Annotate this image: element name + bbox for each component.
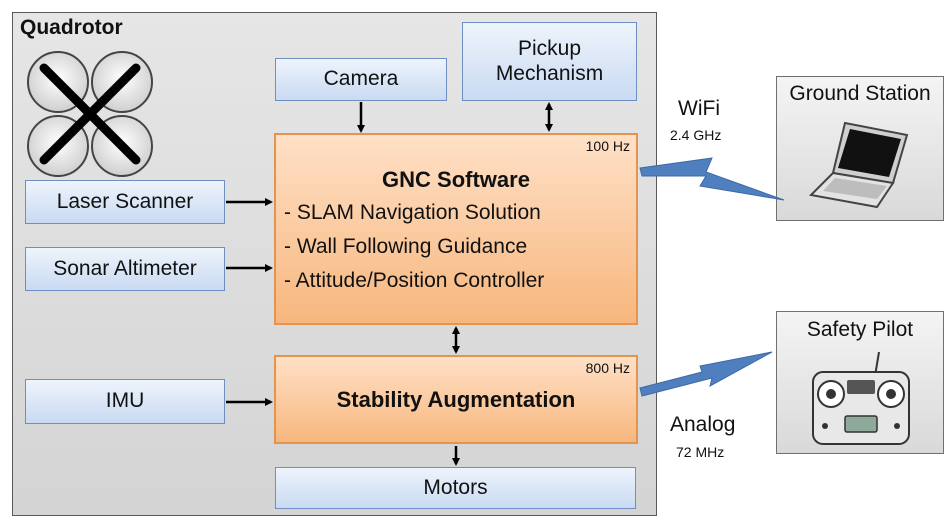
analog-frequency: 72 MHz (676, 444, 725, 460)
stability-title: Stability Augmentation (336, 387, 576, 412)
gnc-item-slam: - SLAM Navigation Solution (284, 201, 541, 224)
quadrotor-icon (27, 51, 153, 177)
safety-pilot-box: Safety Pilot (776, 311, 944, 454)
laptop-icon (808, 121, 909, 209)
ground-station-box: Ground Station (776, 76, 944, 221)
imu-box: IMU (25, 379, 225, 424)
sonar-altimeter-label: Sonar Altimeter (53, 256, 197, 280)
analog-label: Analog (670, 413, 736, 436)
rc-transmitter-icon (812, 351, 910, 445)
stability-augmentation-box: 800 Hz Stability Augmentation (274, 355, 638, 444)
pickup-label-line1: Pickup (517, 36, 582, 60)
ground-station-title: Ground Station (789, 82, 931, 105)
laser-scanner-box: Laser Scanner (25, 180, 225, 224)
motors-label: Motors (423, 475, 488, 499)
camera-box: Camera (275, 58, 447, 101)
motors-box: Motors (275, 467, 636, 509)
gnc-item-attitude-controller: - Attitude/Position Controller (284, 269, 545, 292)
laser-scanner-label: Laser Scanner (56, 189, 194, 213)
camera-label: Camera (323, 67, 399, 91)
gnc-title: GNC Software (382, 167, 530, 192)
pickup-label-line2: Mechanism (495, 61, 604, 85)
wifi-frequency: 2.4 GHz (670, 127, 722, 143)
imu-label: IMU (105, 389, 145, 413)
wifi-label: WiFi (678, 97, 720, 120)
analog-radio-link (639, 351, 773, 397)
sonar-altimeter-box: Sonar Altimeter (25, 247, 225, 291)
stability-rate: 800 Hz (585, 360, 630, 376)
pickup-mechanism-box: Pickup Mechanism (462, 22, 637, 101)
gnc-software-box: 100 Hz GNC Software - SLAM Navigation So… (274, 133, 638, 325)
wifi-radio-link (639, 157, 785, 201)
gnc-rate: 100 Hz (585, 138, 630, 154)
gnc-item-wall-following: - Wall Following Guidance (284, 235, 528, 258)
quadrotor-title: Quadrotor (20, 16, 123, 39)
safety-pilot-title: Safety Pilot (806, 318, 914, 341)
